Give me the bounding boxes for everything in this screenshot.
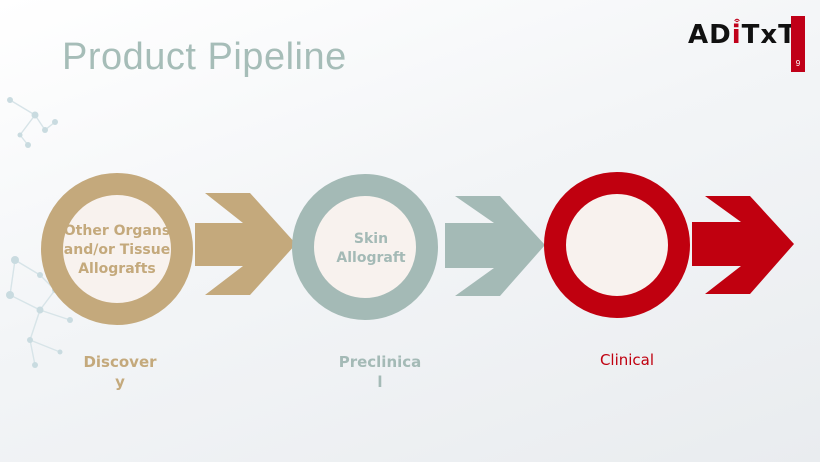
stage-label-discovery: Discover y xyxy=(70,352,170,392)
stage-label-line: y xyxy=(115,373,125,391)
clinical-ring xyxy=(544,172,690,318)
clinical-arrow xyxy=(692,196,794,294)
logo-text-txt: TxT xyxy=(741,20,797,50)
discovery-text-line: Allografts xyxy=(78,261,156,277)
slide-title: Product Pipeline xyxy=(62,36,347,78)
stage-label-line: l xyxy=(377,373,383,391)
stage-label-line: Preclinica xyxy=(338,353,422,371)
page-number-bar: 9 xyxy=(791,16,805,72)
preclinical-text-line: Allograft xyxy=(336,250,406,266)
logo-i-letter: i xyxy=(731,20,742,50)
discovery-ring xyxy=(41,173,193,325)
preclinical-circle-text: Skin Allograft xyxy=(313,230,429,268)
stage-label-preclinical: Preclinica l xyxy=(325,352,435,392)
stage-label-line: Clinical xyxy=(599,351,655,369)
discovery-circle-text: Other Organs and/or Tissue Allografts xyxy=(57,222,177,279)
stage-label-clinical: Clinical xyxy=(577,350,677,370)
discovery-text-line: Other Organs xyxy=(63,223,171,239)
page-number: 9 xyxy=(795,59,801,68)
molecule-network-decoration xyxy=(6,97,73,368)
preclinical-text-line: Skin xyxy=(353,231,389,247)
discovery-arrow xyxy=(195,193,296,295)
stage-label-line: Discover xyxy=(83,353,157,371)
signal-icon xyxy=(733,18,740,23)
logo-text-ad: AD xyxy=(688,20,732,50)
logo-text-i: i xyxy=(731,18,742,50)
preclinical-ring xyxy=(292,174,438,320)
preclinical-arrow xyxy=(445,196,545,296)
discovery-text-line: and/or Tissue xyxy=(63,242,171,258)
